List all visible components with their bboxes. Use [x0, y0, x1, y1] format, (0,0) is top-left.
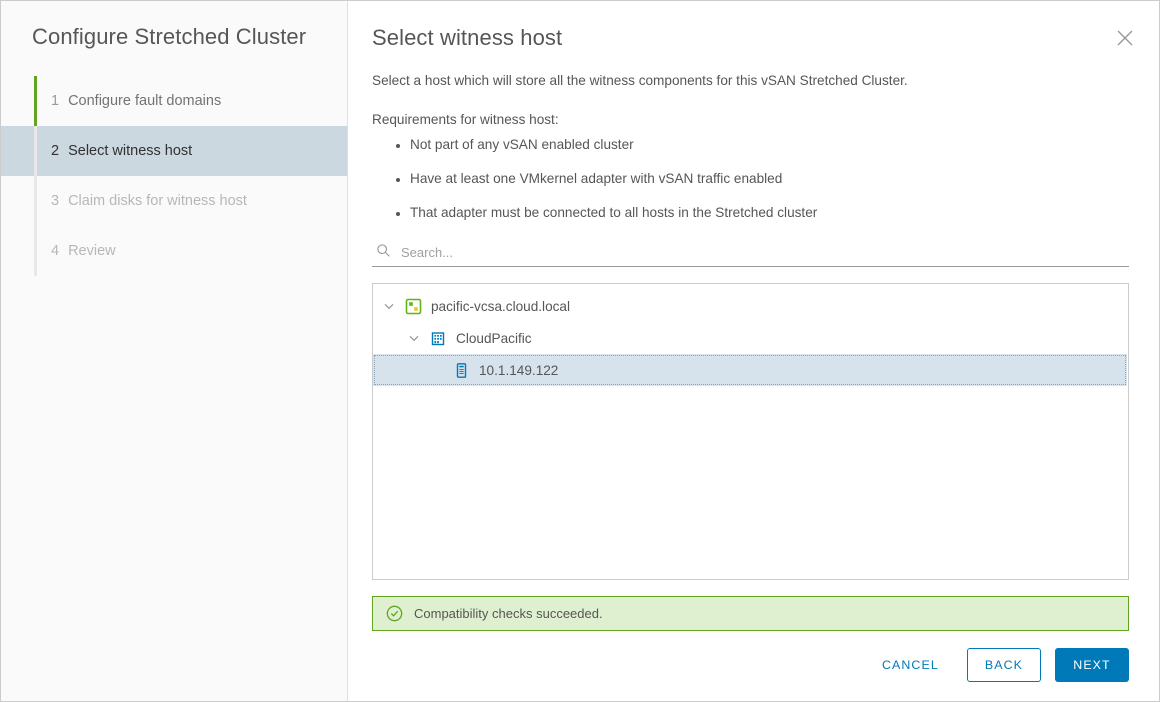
step-rail: [34, 126, 37, 176]
sidebar-step-claim-disks: 3 Claim disks for witness host: [1, 176, 347, 226]
step-rail: [34, 176, 37, 226]
vcenter-icon: [405, 298, 422, 315]
tree-node-label: pacific-vcsa.cloud.local: [431, 298, 571, 314]
tree-node-datacenter[interactable]: CloudPacific: [373, 322, 1128, 354]
tree-node-vcenter[interactable]: pacific-vcsa.cloud.local: [373, 290, 1128, 322]
success-check-icon: [386, 605, 414, 622]
sidebar-step-review: 4 Review: [1, 226, 347, 276]
wizard-footer: CANCEL BACK NEXT: [372, 648, 1129, 682]
next-button[interactable]: NEXT: [1055, 648, 1129, 682]
datacenter-icon: [430, 330, 447, 347]
intro-text: Select a host which will store all the w…: [372, 73, 908, 88]
cancel-button[interactable]: CANCEL: [868, 648, 953, 682]
tree-node-label: 10.1.149.122: [479, 362, 559, 378]
wizard-sidebar: Configure Stretched Cluster 1 Configure …: [1, 1, 348, 701]
close-icon[interactable]: [1113, 26, 1137, 50]
tree-node-label: CloudPacific: [456, 330, 532, 346]
requirement-item: Have at least one VMkernel adapter with …: [396, 171, 1129, 186]
step-number: 4: [51, 243, 60, 259]
step-label: Review: [68, 243, 116, 259]
step-number: 3: [51, 193, 60, 209]
tree-node-host[interactable]: 10.1.149.122: [373, 354, 1127, 386]
sidebar-step-configure-fault-domains[interactable]: 1 Configure fault domains: [1, 76, 347, 126]
chevron-down-icon[interactable]: [406, 330, 422, 346]
wizard-steps: 1 Configure fault domains 2 Select witne…: [1, 76, 347, 276]
search-bar[interactable]: [372, 239, 1129, 267]
status-banner: Compatibility checks succeeded.: [372, 596, 1129, 631]
status-message: Compatibility checks succeeded.: [414, 606, 603, 621]
host-tree[interactable]: pacific-vcsa.cloud.local: [372, 283, 1129, 580]
step-number: 1: [51, 93, 60, 109]
chevron-down-icon[interactable]: [381, 298, 397, 314]
requirement-item: That adapter must be connected to all ho…: [396, 205, 1129, 220]
wizard-title: Configure Stretched Cluster: [32, 24, 307, 49]
search-icon: [376, 243, 391, 263]
sidebar-step-select-witness-host[interactable]: 2 Select witness host: [1, 126, 347, 176]
step-label: Claim disks for witness host: [68, 193, 247, 209]
step-label: Configure fault domains: [68, 93, 222, 109]
requirements-list: Not part of any vSAN enabled cluster Hav…: [372, 137, 1129, 220]
page-title: Select witness host: [372, 25, 563, 50]
search-input[interactable]: [401, 245, 801, 260]
step-rail: [34, 76, 37, 126]
step-rail: [34, 226, 37, 276]
step-label: Select witness host: [68, 143, 193, 159]
requirements-heading: Requirements for witness host:: [372, 112, 559, 127]
requirement-item: Not part of any vSAN enabled cluster: [396, 137, 1129, 152]
step-number: 2: [51, 143, 60, 159]
wizard-content: Select witness host Select a host which …: [348, 1, 1159, 701]
host-icon: [453, 362, 470, 379]
back-button[interactable]: BACK: [966, 648, 1041, 682]
